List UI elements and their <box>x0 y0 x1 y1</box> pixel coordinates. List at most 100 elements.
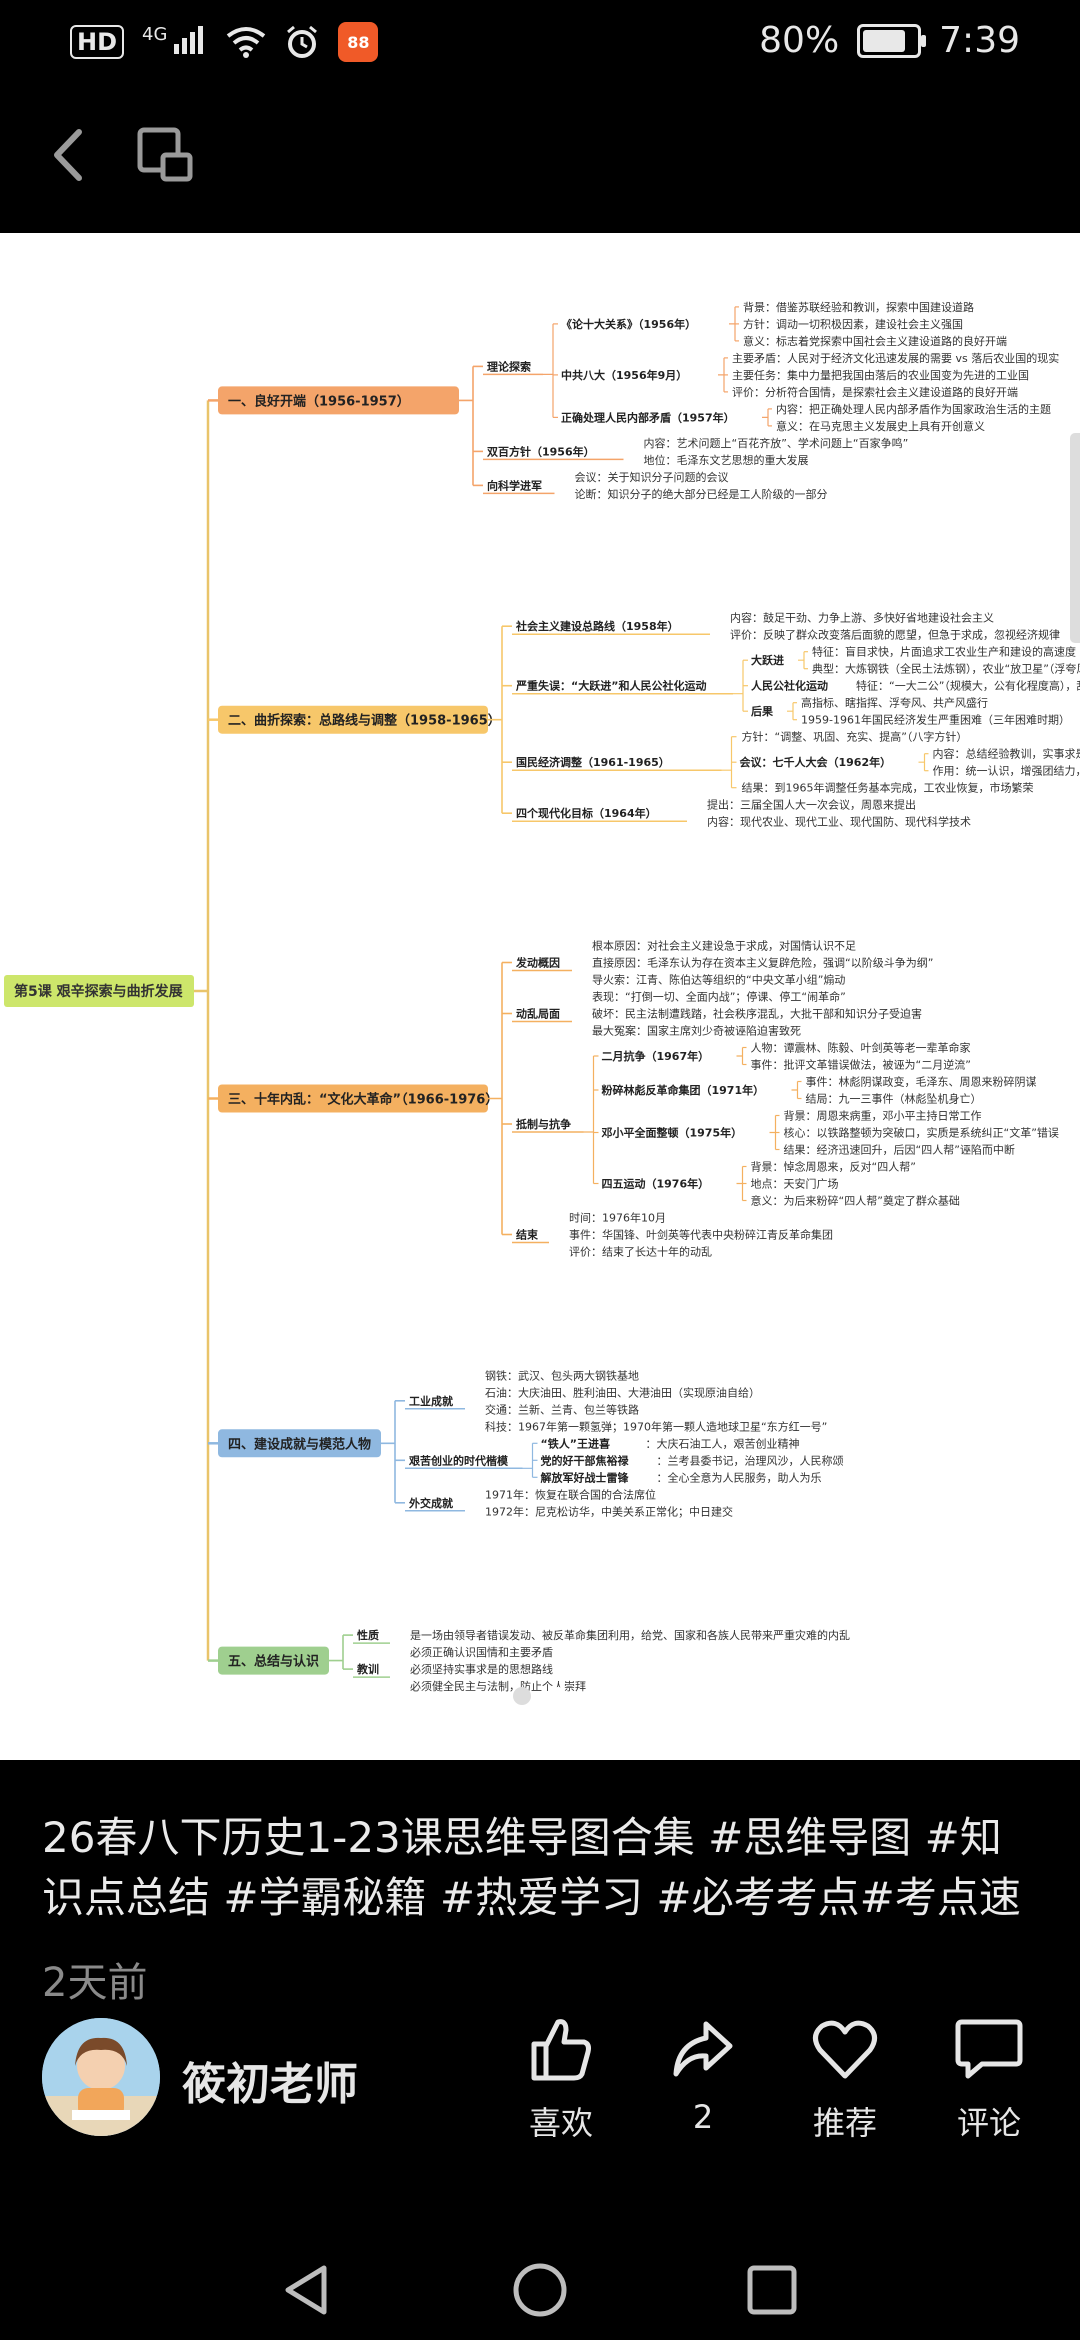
item-title: 中共八大（1956年9月） <box>561 368 687 382</box>
mind-map-line: 背景：悼念周恩来，反对“四人帮” <box>751 1160 916 1174</box>
trunk-connector <box>194 400 210 1661</box>
mind-map-line: 最大冤案：国家主席刘少奇被诬陷迫害致死 <box>592 1024 801 1038</box>
group-label: 理论探索 <box>487 359 531 373</box>
group-label: 性质 <box>357 1628 379 1642</box>
carousel-dot[interactable] <box>513 1687 531 1705</box>
branch-box <box>218 1646 329 1675</box>
mind-map-line: 提出：三届全国人大一次会议，周恩来提出 <box>707 798 916 812</box>
mind-map-line: 必须坚持实事求是的思想路线 <box>410 1662 553 1676</box>
back-icon[interactable] <box>35 120 105 190</box>
mind-map-line: 结局：九一三事件（林彪坠机身亡） <box>806 1092 982 1106</box>
comment-button[interactable]: 评论 <box>924 2014 1054 2144</box>
branch-connector <box>381 1400 396 1503</box>
mind-map-line: 方针：调动一切积极因素，建设社会主义强国 <box>743 317 963 331</box>
like-label: 喜欢 <box>528 2104 593 2142</box>
post-caption[interactable]: 26春八下历史1-23课思维导图合集 #思维导图 #知识点总结 #学霸秘籍 #热… <box>42 1813 1021 1922</box>
mind-map-line: 钢铁：武汉、包头两大钢铁基地 <box>485 1368 639 1382</box>
clock: 7:39 <box>939 20 1020 61</box>
recommend-button[interactable]: 推荐 <box>780 2014 910 2144</box>
item-title: 粉碎林彪反革命集团（1971年） <box>602 1083 765 1097</box>
mind-map-line: 1971年：恢复在联合国的合法席位 <box>485 1487 656 1501</box>
item-title: 人民公社化运动 <box>751 679 828 693</box>
mind-map-line: 典型：大炼钢铁（全民土法炼钢），农业“放卫星”（浮夸风） <box>812 662 1080 676</box>
mind-map-line: 科技：1967年第一颗氢弹；1970年第一颗人造地球卫星“东方红一号” <box>485 1419 827 1433</box>
recommend-label: 推荐 <box>812 2104 877 2142</box>
mind-map-line: 地位：毛泽东文艺思想的重大发展 <box>644 453 809 467</box>
group-label: 教训 <box>356 1662 379 1676</box>
branch-connector <box>459 366 474 486</box>
item-title: 大跃进 <box>751 653 784 667</box>
carousel-dot[interactable] <box>549 1687 567 1705</box>
nav-recents-icon[interactable] <box>742 2260 802 2320</box>
item-connector <box>762 408 769 426</box>
mind-map-line: 方针：“调整、巩固、充实、提高”（八字方针） <box>742 730 968 744</box>
mind-map-line: 交通：兰新、兰青、包兰等铁路 <box>485 1402 639 1416</box>
item-connector <box>736 1047 744 1065</box>
status-bar: HD 4G 88 80% 7:39 <box>0 0 1080 90</box>
mind-map-line: 必须健全民主与法制，防止个人崇拜 <box>410 1679 586 1693</box>
mind-map-line: 事件：林彪阴谋政变，毛泽东、周恩来粉碎阴谋 <box>806 1075 1037 1089</box>
mind-map-line: 意义：标志着党探索中国社会主义建设道路的良好开端 <box>743 334 1007 348</box>
item-connector <box>798 651 805 669</box>
branch-box <box>218 386 459 415</box>
group-connector <box>733 660 744 712</box>
mind-map-line: 核心：以铁路整顿为突破口，实质是系统纠正“文革”错误 <box>784 1126 1059 1140</box>
mind-map-line: 会议：关于知识分子问题的会议 <box>575 470 729 484</box>
group-label: 外交成就 <box>408 1496 453 1510</box>
mind-map-line: 背景：借鉴苏联经验和教训，探索中国建设道路 <box>743 300 974 314</box>
group-label: 严重失误：“大跃进”和人民公社化运动 <box>515 679 706 693</box>
share-count: 2 <box>692 2098 714 2136</box>
item-title: 解放军好战士雷锋 <box>541 1470 630 1484</box>
group-label: 动乱局面 <box>516 1007 560 1021</box>
comment-label: 评论 <box>956 2104 1021 2142</box>
branch-title: 五、总结与认识 <box>228 1654 319 1670</box>
group-connector <box>522 1443 534 1478</box>
heart-icon <box>813 2020 877 2079</box>
mind-map: 一、良好开端（1956-1957）理论探索《论十大关系》（1956年）背景：借鉴… <box>4 300 1080 1693</box>
mind-map-line: 论断：知识分子的绝大部分已经是工人阶级的一部分 <box>575 487 828 501</box>
item-title: “铁人”王进喜 <box>541 1436 610 1450</box>
item-title: 四五运动（1976年） <box>602 1177 710 1191</box>
item-title: 邓小平全面整顿（1975年） <box>602 1126 743 1140</box>
avatar[interactable] <box>42 2018 160 2136</box>
mind-map-line: 事件：华国锋、叶剑英等代表中央粉碎江青反革命集团 <box>569 1228 833 1242</box>
group-label: 工业成就 <box>409 1394 453 1408</box>
item-title: 《论十大关系》（1956年） <box>561 317 696 331</box>
nav-back-icon[interactable] <box>278 2260 338 2320</box>
item-connector <box>787 702 794 720</box>
mind-map-line: 事件：批评文革错误做法，被诬为“二月逆流” <box>751 1058 971 1072</box>
nav-home-icon[interactable] <box>510 2260 570 2320</box>
branch-title: 四、建设成就与模范人物 <box>228 1436 371 1452</box>
author-name[interactable]: 筱初老师 <box>182 2059 358 2110</box>
branch-title: 三、十年内乱：“文化大革命”（1966-1976） <box>228 1092 498 1108</box>
mind-map-line: 导火索：江青、陈伯达等组织的“中央文革小组”煽动 <box>592 973 845 987</box>
picture-in-picture-icon[interactable] <box>135 125 195 185</box>
mind-map-line: 内容：把正确处理人民内部矛盾作为国家政治生活的主题 <box>776 402 1051 416</box>
battery-percent: 80% <box>759 20 840 61</box>
mind-map-line: 主要矛盾：人民对于经济文化迅速发展的需要 vs 落后农业国的现实 <box>732 351 1059 365</box>
group-label: 向科学进军 <box>487 478 542 492</box>
mind-map-line: 内容：鼓足干劲、力争上游、多快好省地建设社会主义 <box>730 611 994 625</box>
post-image[interactable]: 一、良好开端（1956-1957）理论探索《论十大关系》（1956年）背景：借鉴… <box>0 233 1080 1760</box>
mind-map-line: 表现：“打倒一切、全面内战”；停课、停工“闹革命” <box>592 990 846 1004</box>
like-button[interactable]: 喜欢 <box>496 2014 626 2144</box>
mind-map-line: 必须正确认识国情和主要矛盾 <box>410 1646 553 1659</box>
mind-map-line: ：全心全意为人民服务，助人为乐 <box>657 1470 822 1484</box>
item-connector <box>718 357 725 392</box>
root-title: 第5课 艰辛探索与曲折发展 <box>14 983 183 1000</box>
wifi-icon <box>227 27 266 58</box>
item-title: 正确处理人民内部矛盾（1957年） <box>561 410 735 424</box>
share-button[interactable]: 2 <box>638 2014 768 2136</box>
group-connector <box>583 1056 595 1184</box>
comment-icon <box>955 2019 1023 2079</box>
mind-map-line: 结果：经济迅速回升，后因“四人帮”诬陷而中断 <box>784 1143 1015 1157</box>
mind-map-line: 1972年：尼克松访华，中美关系正常化；中日建交 <box>485 1504 733 1518</box>
mind-map-line: 意义：为后来粉碎“四人帮”奠定了群众基础 <box>751 1194 960 1208</box>
item-title: 后果 <box>751 704 773 718</box>
mind-map-line: 内容：现代农业、现代工业、现代国防、现代科学技术 <box>707 815 971 829</box>
mind-map-line: 背景：周恩来病重，邓小平主持日常工作 <box>784 1109 982 1123</box>
group-label: 社会主义建设总路线（1958年） <box>515 619 679 633</box>
item-title: 党的好干部焦裕禄 <box>541 1453 630 1467</box>
branch-connector <box>329 1635 344 1670</box>
branch-box <box>218 1429 381 1458</box>
